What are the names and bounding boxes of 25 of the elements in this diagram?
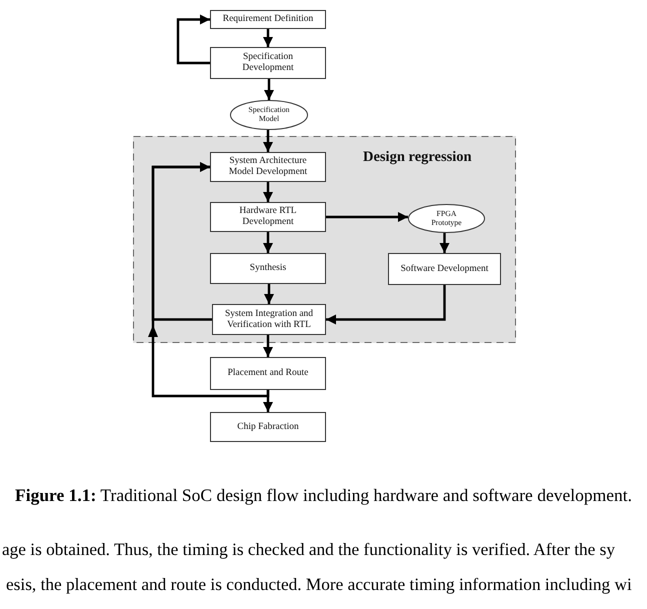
process-box: [210, 253, 326, 284]
process-box: [210, 357, 326, 390]
figure-caption: Figure 1.1: Traditional SoC design flow including hardware and software development.: [14, 485, 633, 506]
model-ellipse: [230, 100, 308, 130]
node-label: Hardware RTL Development: [238, 206, 298, 228]
node-label: Chip Fabraction: [236, 422, 300, 432]
process-box: [210, 47, 326, 79]
design-region-band: [133, 136, 516, 343]
node-label: Synthesis: [248, 263, 288, 274]
process-box: [210, 202, 326, 232]
region-title: Design regression: [363, 149, 472, 166]
process-box: [210, 152, 326, 182]
node-label: Software Development: [400, 264, 490, 274]
process-box: [212, 304, 326, 335]
body-text: age is obtained. Thus, the timing is checked and the functionality is verified. After the sy: [2, 540, 616, 560]
model-ellipse: [408, 204, 485, 233]
node-label: System Architecture Model Development: [228, 156, 308, 178]
node-label: Requirement Definition: [222, 14, 314, 25]
process-box: [210, 412, 326, 442]
node-label: Placement and Route: [226, 368, 310, 379]
process-box: [388, 253, 501, 285]
node-label: System Integration and Verification with RTL: [224, 308, 314, 330]
process-box: [210, 10, 326, 29]
body-text: esis, the placement and route is conducted. More accurate timing information including wi: [6, 575, 632, 595]
node-label: Specification Development: [241, 52, 295, 74]
